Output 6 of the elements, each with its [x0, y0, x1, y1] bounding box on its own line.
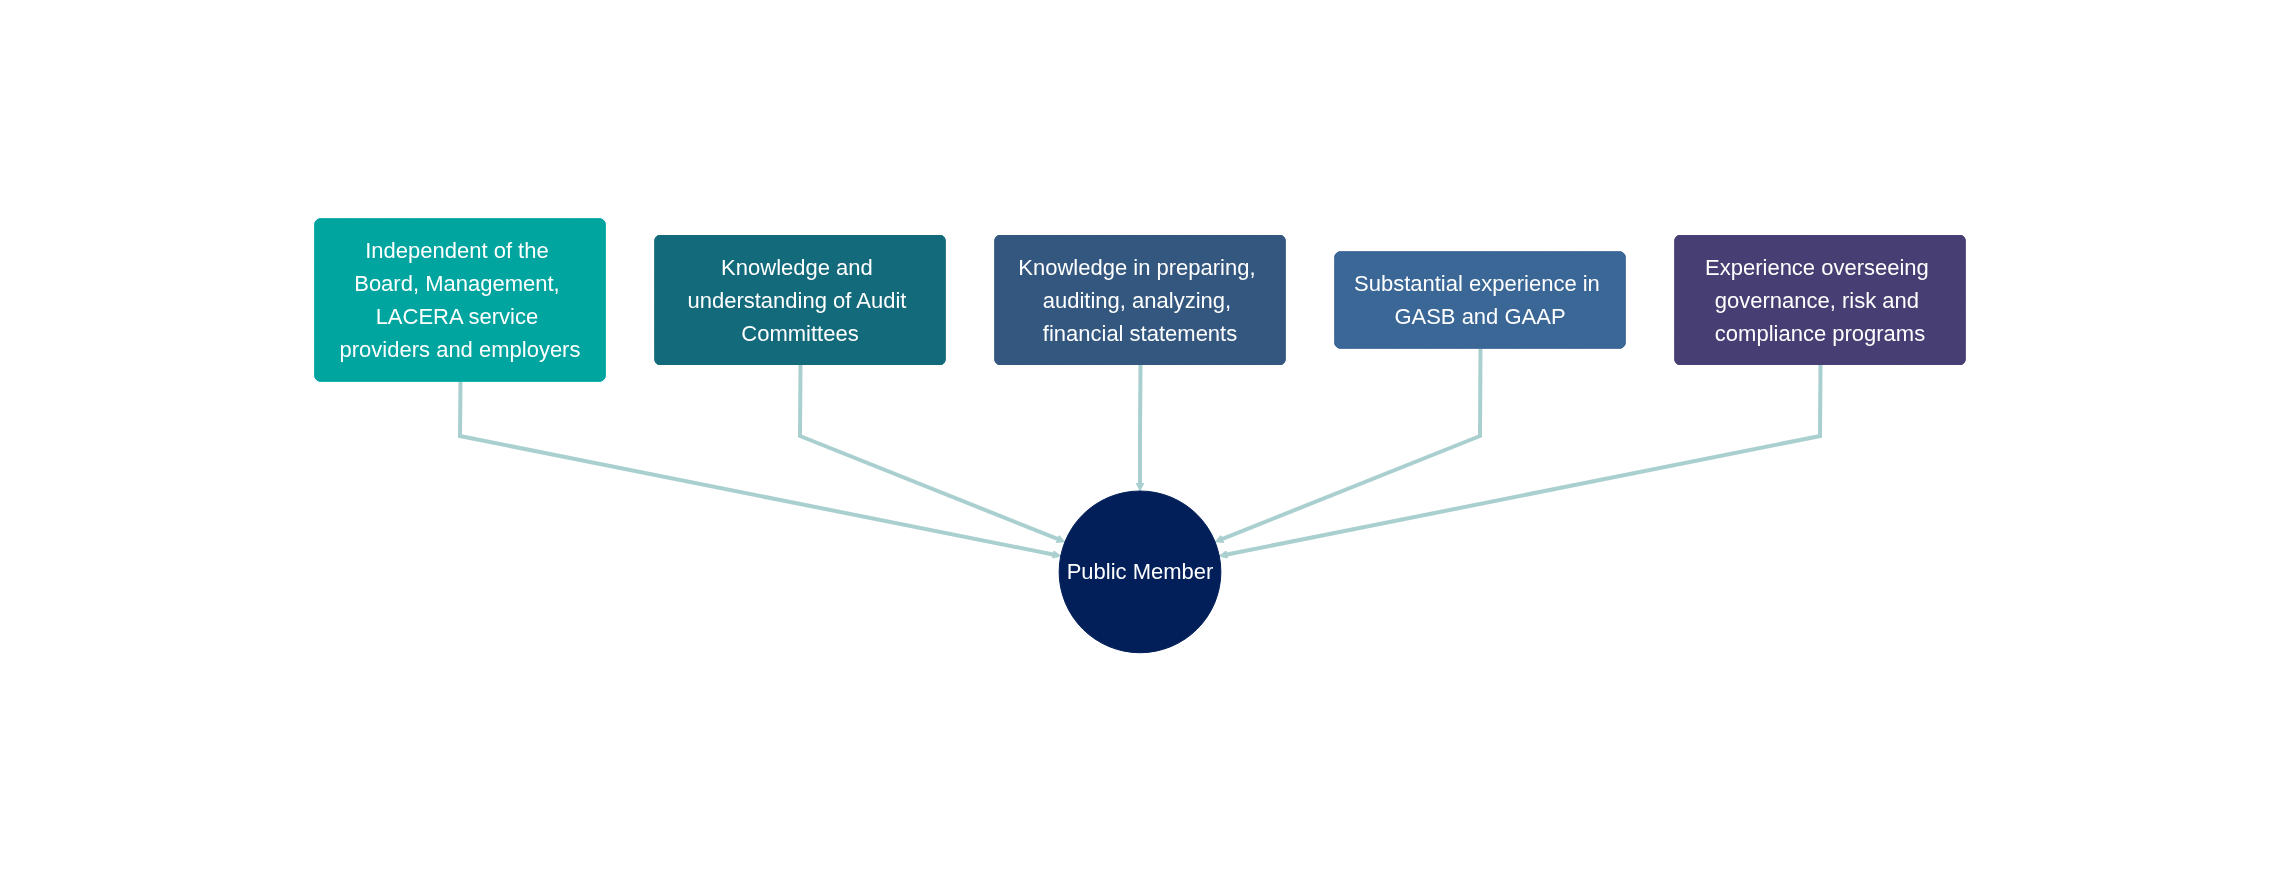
arrow — [1218, 365, 1822, 559]
node-circle: Public Member — [1058, 490, 1221, 654]
arrow — [1214, 348, 1482, 544]
arrow — [457, 381, 1061, 559]
arrow — [1135, 365, 1144, 492]
arrow — [797, 365, 1065, 544]
